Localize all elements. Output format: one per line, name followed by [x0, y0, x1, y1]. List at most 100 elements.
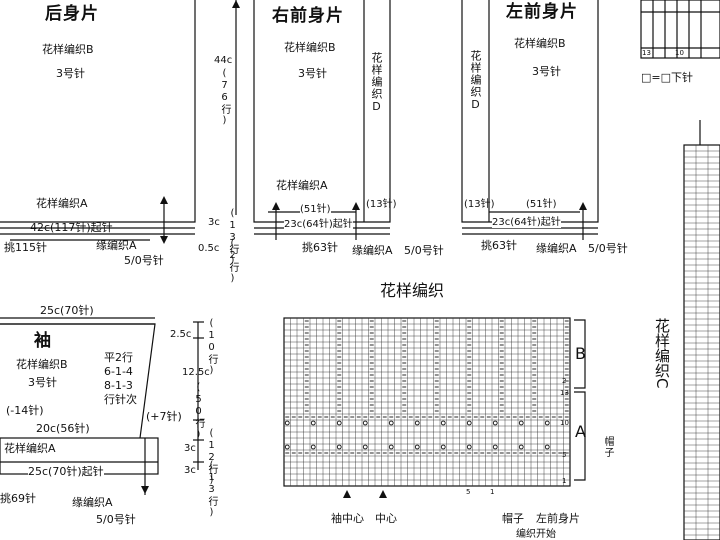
chart-col-1: 1 [490, 488, 495, 496]
mini-row-10: 10 [675, 49, 684, 57]
mini-row-13: 13 [642, 49, 651, 57]
chart-col-5: 5 [466, 488, 471, 496]
chart-grid-marks [284, 320, 569, 454]
chart-label-b: B [575, 344, 586, 363]
sleeve-plus-7: (+7针) [146, 410, 182, 423]
dim-height-3: 3c [208, 217, 220, 228]
dim-height-05: 0.5c [198, 243, 220, 254]
right-front-pickup: 挑63针 [302, 241, 338, 254]
yarn-over-mark [414, 444, 420, 450]
yarn-over-mark [544, 420, 550, 426]
left-front-needle-5: 5/0号针 [588, 242, 628, 255]
sleeve-title: 袖 [34, 331, 52, 351]
left-front-stitch-13: (13针) [464, 199, 495, 210]
yarn-over-mark [544, 444, 550, 450]
sleeve-dim-2-rows: (50行) [193, 382, 204, 441]
sleeve-top-width: 25c(70针) [40, 304, 94, 317]
right-front-needle-5: 5/0号针 [404, 244, 444, 257]
chart-label-a: A [575, 422, 586, 441]
dec-rule-1: 平2行 [104, 351, 133, 364]
yarn-over-mark [336, 420, 342, 426]
yarn-over-mark [414, 420, 420, 426]
right-front-cast-on: 23c(64针)起针 [284, 219, 353, 230]
yarn-over-mark [362, 420, 368, 426]
right-front-pattern-a: 花样编织A [276, 179, 328, 192]
sleeve-dim-1: 2.5c [170, 329, 192, 340]
back-title: 后身片 [45, 4, 99, 24]
left-front-edge: 缘编织A [536, 242, 577, 255]
right-front-title: 右前身片 [272, 6, 344, 26]
dim-rows-13: (13行) [227, 208, 238, 267]
legend-knit: □=□下针 [641, 71, 694, 84]
sleeve-width-20: 20c(56针) [36, 422, 90, 435]
yarn-over-mark [518, 444, 524, 450]
sleeve-dim-1-rows: (10行) [206, 318, 217, 377]
sleeve-outline [0, 323, 156, 439]
yarn-over-mark [466, 444, 472, 450]
yarn-over-mark [492, 420, 498, 426]
chart-row-5: 5 [562, 451, 567, 459]
yarn-over-mark [388, 420, 394, 426]
back-edge: 缘编织A [96, 239, 137, 252]
yarn-over-mark [362, 444, 368, 450]
right-front-needle: 3号针 [298, 67, 327, 80]
sleeve-pickup: 挑69针 [0, 492, 36, 505]
yarn-over-mark [388, 444, 394, 450]
chart-hat-side: 帽子 [602, 436, 613, 458]
yarn-over-mark [284, 444, 290, 450]
right-front-edge: 缘编织A [352, 244, 393, 257]
chart-hat: 帽子 [502, 512, 524, 525]
back-pattern-a: 花样编织A [36, 197, 88, 210]
dec-rule-4: 行针次 [104, 393, 137, 406]
back-needle-5: 5/0号针 [124, 254, 164, 267]
left-front-outline [461, 0, 599, 223]
right-front-pattern-b: 花样编织B [284, 41, 336, 54]
chart-title: 花样编织 [380, 281, 445, 300]
dim-rows-76: (76行) [219, 68, 230, 127]
chart-row-1: 1 [562, 477, 567, 485]
yarn-over-mark [336, 444, 342, 450]
chart-row-10: 10 [560, 419, 569, 427]
yarn-over-mark [284, 420, 290, 426]
pattern-c-title: 花样编织C [653, 318, 671, 389]
sleeve-dim-3-rows: (12行) [206, 428, 217, 487]
chart-left-front: 左前身片 [536, 512, 580, 525]
chart-start: 编织开始 [516, 529, 556, 540]
chart-sleeve-center: 袖中心 [331, 512, 364, 525]
back-cast-on: 42c(117针)起针 [30, 221, 113, 234]
sleeve-edge: 缘编织A [72, 496, 113, 509]
right-front-stitch-13: (13针) [366, 199, 397, 210]
sleeve-pattern-b: 花样编织B [16, 358, 68, 371]
chart-row-2: 2 [562, 377, 567, 385]
chart-center: 中心 [375, 512, 397, 525]
sleeve-dim-2: 12.5c [182, 367, 210, 378]
pattern-c-frame [683, 144, 720, 540]
sleeve-needle: 3号针 [28, 376, 57, 389]
dim-height-44: 44c [214, 55, 233, 66]
yarn-over-mark [440, 420, 446, 426]
dec-rule-2: 6-1-4 [104, 365, 133, 378]
yarn-over-mark [440, 444, 446, 450]
yarn-over-mark [466, 420, 472, 426]
yarn-over-mark [492, 444, 498, 450]
chart-grid-lines [284, 318, 570, 486]
sleeve-dim-3: 3c [184, 443, 196, 454]
back-pattern-b: 花样编织B [42, 43, 94, 56]
sleeve-dim-4-rows: (13行) [206, 460, 217, 519]
pattern-c-grid [684, 145, 720, 540]
left-front-pickup: 挑63针 [481, 239, 517, 252]
left-front-cast-on: 23c(64针)起针 [492, 217, 561, 228]
dim-rows-2: (2行) [227, 238, 238, 285]
sleeve-pattern-a: 花样编织A [4, 442, 56, 455]
left-front-needle: 3号针 [532, 65, 561, 78]
right-front-pattern-d: 花样编织D [370, 52, 383, 114]
back-pickup: 挑115针 [4, 241, 47, 254]
back-outline [0, 0, 196, 223]
chart-row-13: 13 [560, 389, 569, 397]
right-front-stitch-51: (51针) [300, 204, 331, 215]
sleeve-dim-4: 3c [184, 465, 196, 476]
dec-rule-3: 8-1-3 [104, 379, 133, 392]
yarn-over-mark [518, 420, 524, 426]
